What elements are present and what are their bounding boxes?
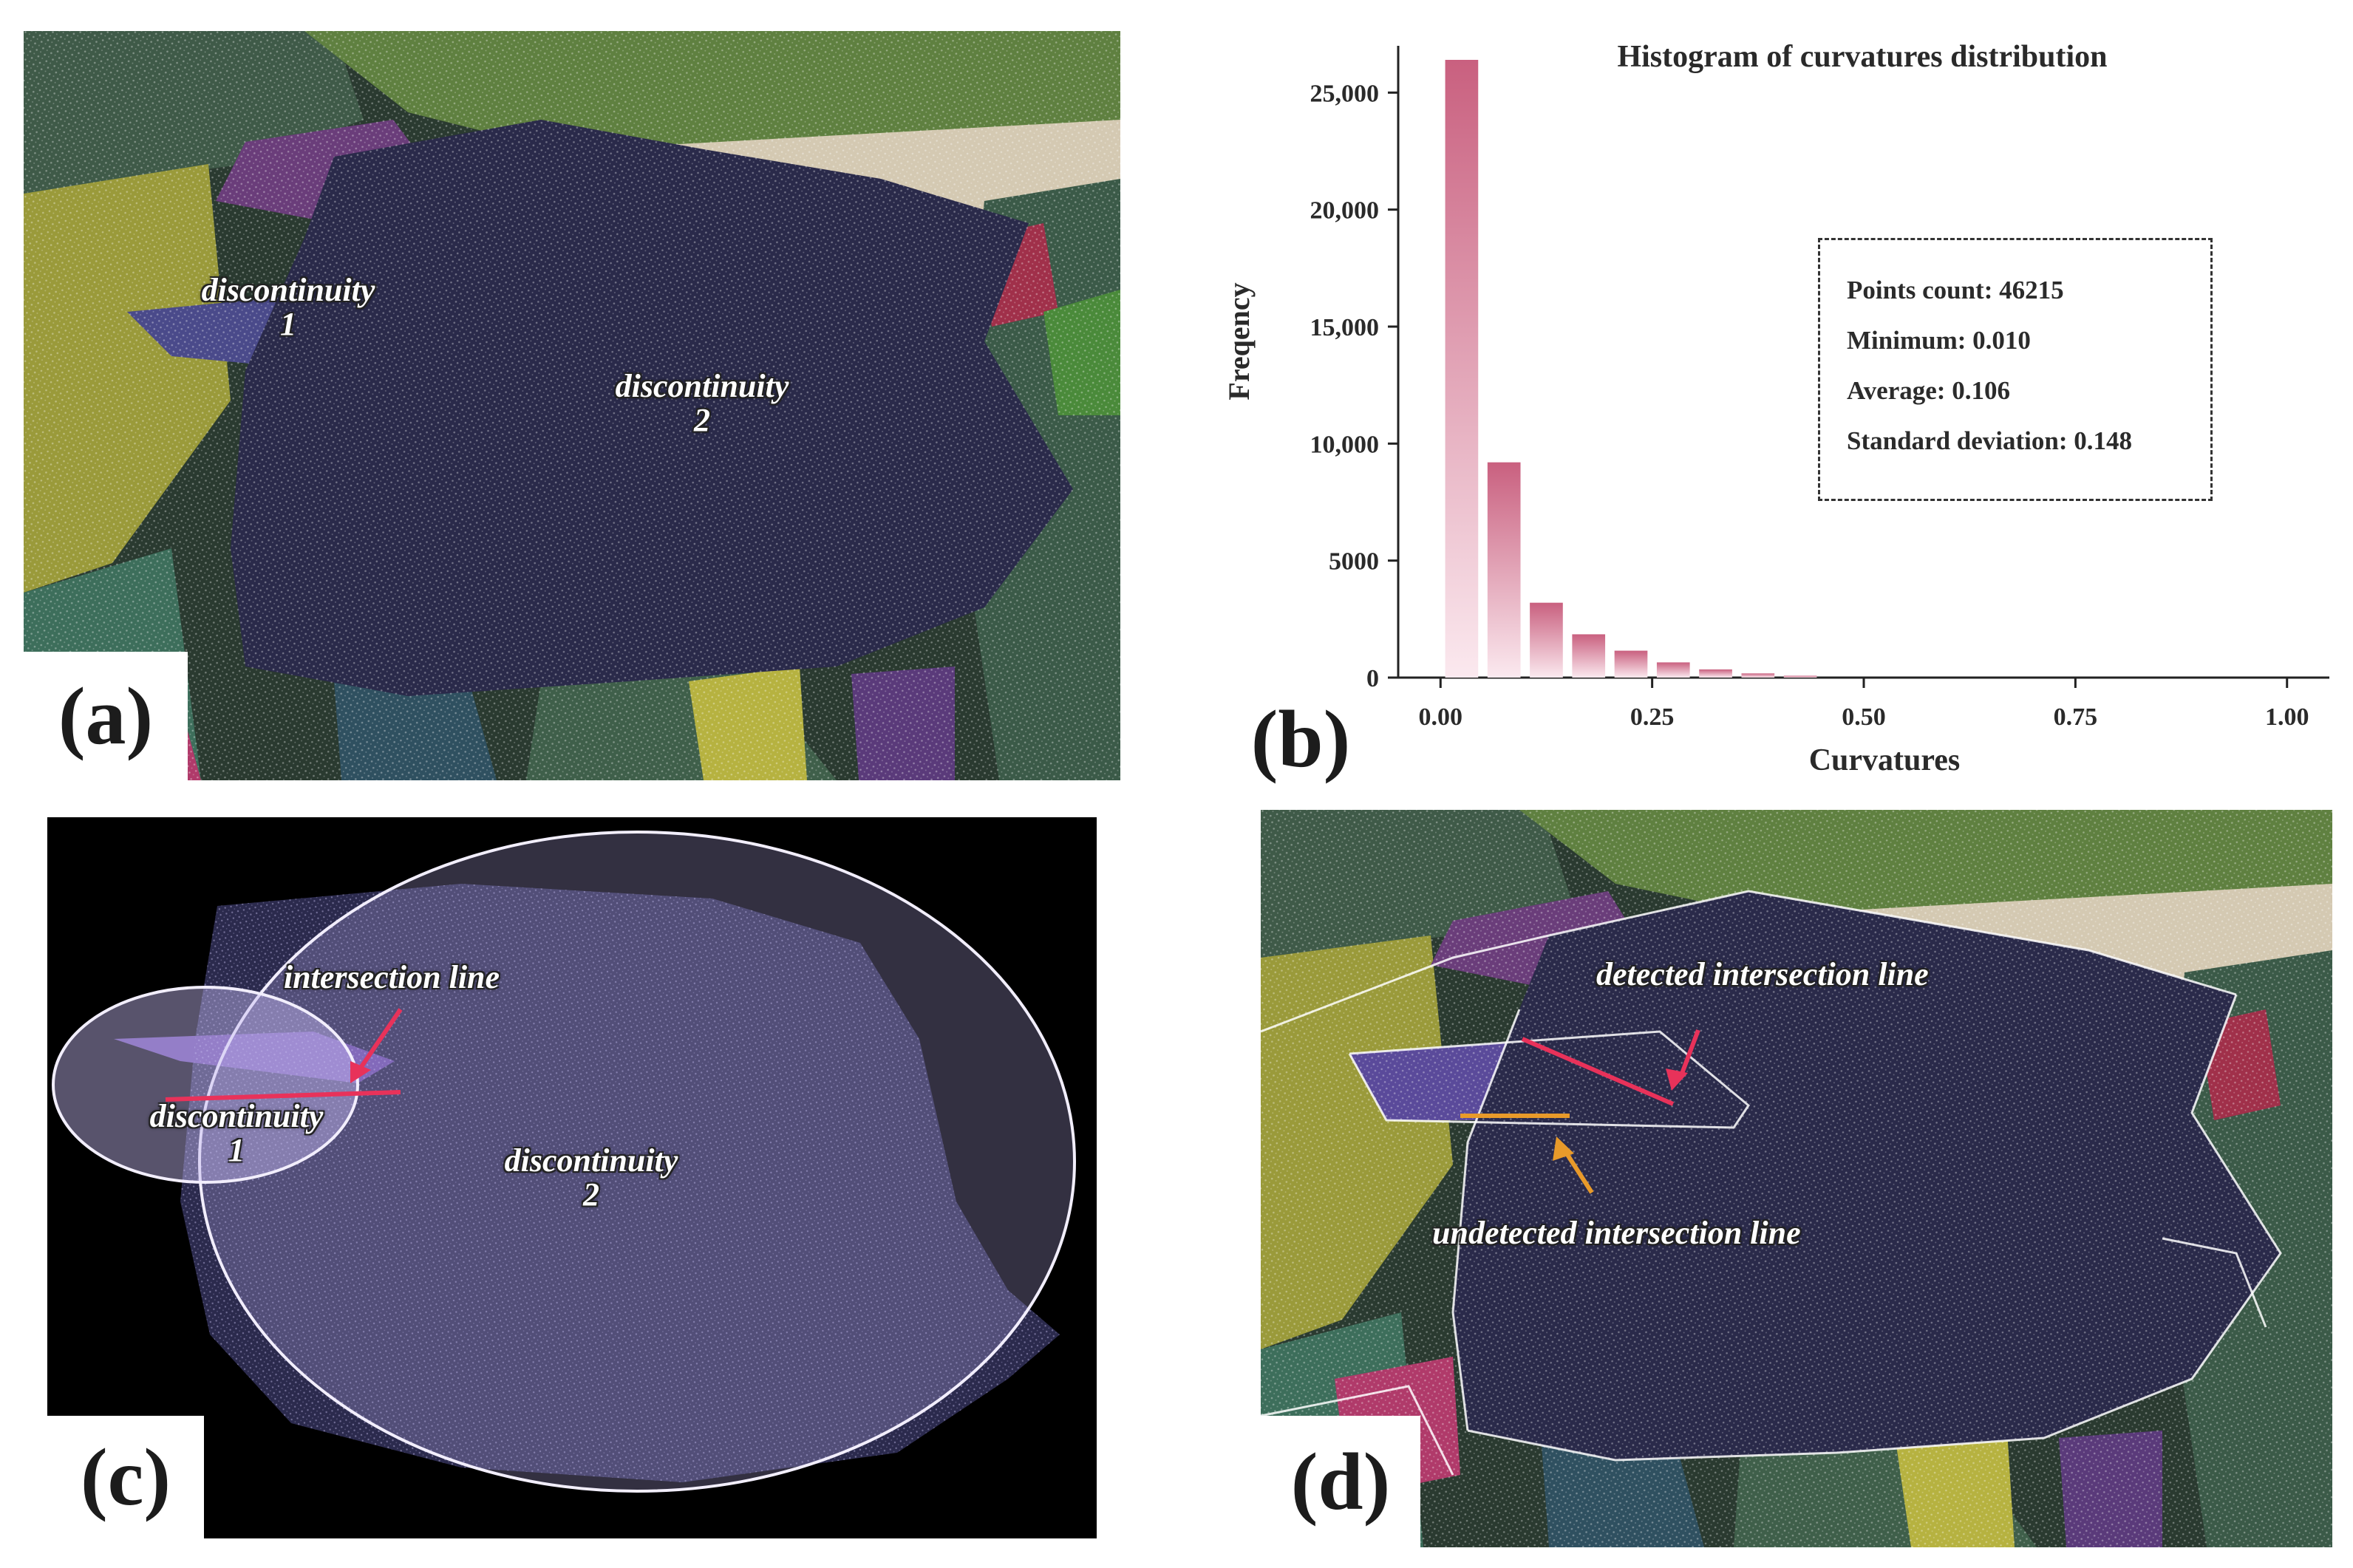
x-ticks-group: 0.00 0.25 0.50 0.75 1.00 [1419, 678, 2309, 731]
undetected-label: undetected intersection line [1432, 1215, 1801, 1251]
panel-label-c: (c) [47, 1416, 204, 1538]
x-tick-label: 0.25 [1630, 703, 1675, 731]
detected-annotation-d: detected intersection line [1596, 956, 2069, 992]
detected-arrow [1678, 1029, 1700, 1079]
panel-label-a: (a) [24, 652, 188, 780]
y-tick-label: 20,000 [1310, 197, 1380, 225]
intersection-arrowhead [350, 1061, 371, 1083]
panel-label-b: (b) [1250, 693, 1351, 784]
y-tick-label: 10,000 [1310, 431, 1380, 458]
histogram-bar [1614, 650, 1648, 678]
detected-line [1521, 1037, 1675, 1106]
disc1-number-c: 1 [228, 1132, 245, 1169]
histogram-bar [1783, 675, 1817, 678]
disc2-ellipse [198, 831, 1076, 1493]
histogram-bar [1656, 662, 1690, 678]
disc1-label: discontinuity [201, 272, 375, 308]
stats-box: Points count: 46215 Minimum: 0.010 Avera… [1818, 238, 2213, 501]
detected-arrowhead [1666, 1068, 1688, 1091]
x-tick-label: 0.00 [1419, 703, 1463, 731]
histogram-svg: Histogram of curvatures distribution Fre… [1222, 40, 2329, 777]
histogram-bar [1530, 602, 1563, 678]
chart-title: Histogram of curvatures distribution [1617, 40, 2107, 74]
intersection-arrow [355, 1008, 403, 1074]
disc2-annotation-c: discontinuity 2 [458, 1142, 724, 1213]
x-tick-label: 1.00 [2265, 703, 2309, 731]
stat-std-dev: Standard deviation: 0.148 [1847, 426, 2133, 455]
panel-label-d: (d) [1261, 1416, 1420, 1547]
panel-c-image [47, 817, 1097, 1538]
disc2-annotation-a: discontinuity 2 [569, 369, 835, 437]
histogram-bar [1572, 634, 1606, 678]
disc2-label: discontinuity [615, 368, 789, 404]
y-tick-label: 15,000 [1310, 314, 1380, 341]
panel-d-image [1261, 810, 2332, 1547]
point-cloud-c [47, 817, 1097, 1538]
histogram-bar [1445, 60, 1479, 678]
y-tick-label: 0 [1366, 665, 1379, 692]
undetected-arrowhead [1553, 1136, 1574, 1161]
x-tick-label: 0.50 [1842, 703, 1886, 731]
x-tick-label: 0.75 [2054, 703, 2098, 731]
histogram-bar [1699, 669, 1732, 678]
disc2-number-c: 2 [583, 1176, 599, 1213]
bars-group [1445, 60, 1817, 678]
undetected-annotation-d: undetected intersection line [1432, 1216, 1950, 1250]
histogram-chart: Histogram of curvatures distribution Fre… [1182, 24, 2353, 792]
disc2-number: 2 [694, 402, 710, 439]
histogram-bar [1487, 462, 1521, 678]
intersection-annotation-c: intersection line [244, 959, 539, 995]
disc1-annotation-c: discontinuity 1 [103, 1098, 370, 1169]
disc1-label-c: discontinuity [149, 1098, 324, 1134]
undetected-arrow [1563, 1150, 1594, 1194]
stat-average: Average: 0.106 [1847, 376, 2010, 405]
x-axis-label: Curvatures [1809, 743, 1961, 777]
point-cloud-d [1261, 810, 2332, 1547]
disc1-number: 1 [280, 306, 296, 343]
histogram-bar [1741, 673, 1775, 678]
y-axis-label: Freqency [1222, 282, 1256, 400]
intersection-label: intersection line [283, 959, 500, 995]
disc2-label-c: discontinuity [504, 1142, 678, 1179]
stat-points-count: Points count: 46215 [1847, 276, 2064, 304]
y-tick-label: 5000 [1329, 548, 1379, 576]
intersection-line [165, 1090, 401, 1102]
stat-minimum: Minimum: 0.010 [1847, 326, 2031, 355]
detected-label: detected intersection line [1596, 956, 1929, 992]
disc1-annotation-a: discontinuity 1 [155, 273, 421, 341]
y-ticks-group: 0 5000 10,000 15,000 20,000 25,000 [1310, 80, 1398, 692]
disc1-ellipse [52, 986, 359, 1184]
y-tick-label: 25,000 [1310, 80, 1380, 107]
